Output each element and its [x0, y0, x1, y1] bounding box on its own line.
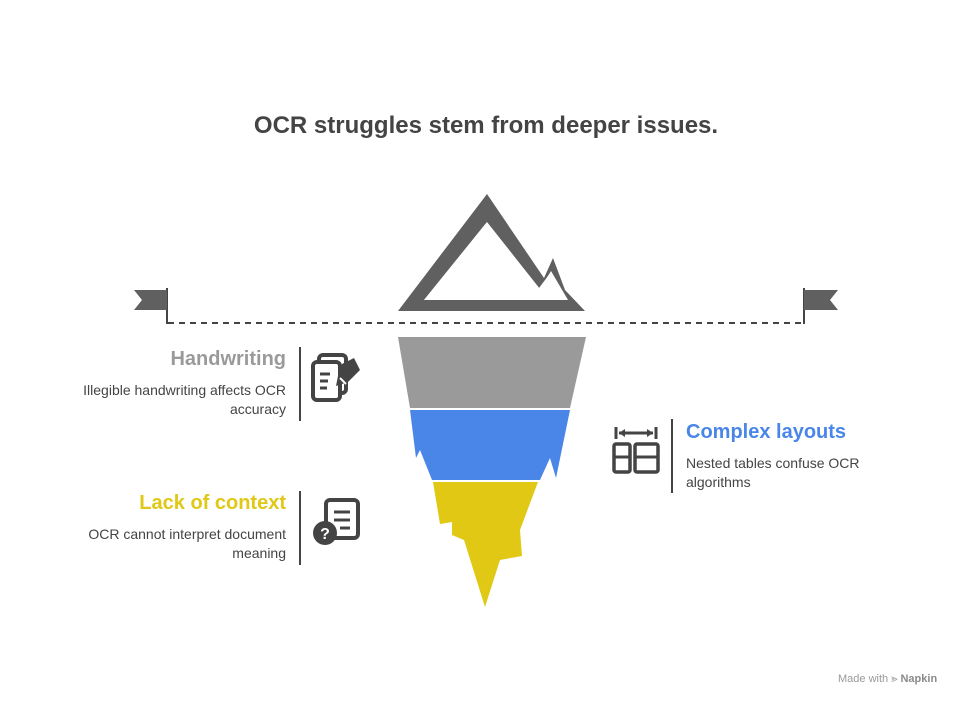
handwriting-block: Handwriting Illegible handwriting affect…	[40, 348, 286, 419]
handwriting-document-icon	[311, 353, 360, 402]
handwriting-label: Handwriting	[170, 348, 286, 370]
complex-layouts-description: Nested tables confuse OCR algorithms	[686, 455, 860, 490]
iceberg-tip-icon	[398, 194, 585, 311]
footer-brand: Napkin	[900, 673, 938, 685]
table-layout-icon	[612, 427, 660, 474]
complex-layouts-divider	[671, 419, 673, 493]
complex-layouts-label: Complex layouts	[686, 421, 847, 443]
lack-of-context-label: Lack of context	[139, 492, 286, 514]
handwriting-divider	[299, 347, 301, 421]
lack-of-context-divider	[299, 491, 301, 565]
handwriting-description: Illegible handwriting affects OCR accura…	[83, 382, 286, 417]
footer: Made with ⪢ Napkin	[838, 673, 937, 686]
iceberg-layer-complex-layouts	[410, 410, 570, 480]
footer-prefix: Made with	[838, 673, 889, 685]
question-document-icon: ?	[313, 498, 360, 545]
iceberg-layer-lack-of-context	[433, 482, 538, 607]
napkin-logo-icon: ⪢	[891, 673, 898, 685]
page-title: OCR struggles stem from deeper issues.	[253, 112, 719, 139]
right-flag-icon	[803, 288, 838, 324]
lack-of-context-block: Lack of context OCR cannot interpret doc…	[40, 492, 286, 563]
left-flag-icon	[134, 288, 168, 324]
complex-layouts-block: Complex layouts Nested tables confuse OC…	[686, 421, 916, 492]
svg-text:?: ?	[320, 526, 330, 543]
lack-of-context-description: OCR cannot interpret document meaning	[88, 526, 286, 561]
iceberg-layer-handwriting	[398, 337, 586, 408]
